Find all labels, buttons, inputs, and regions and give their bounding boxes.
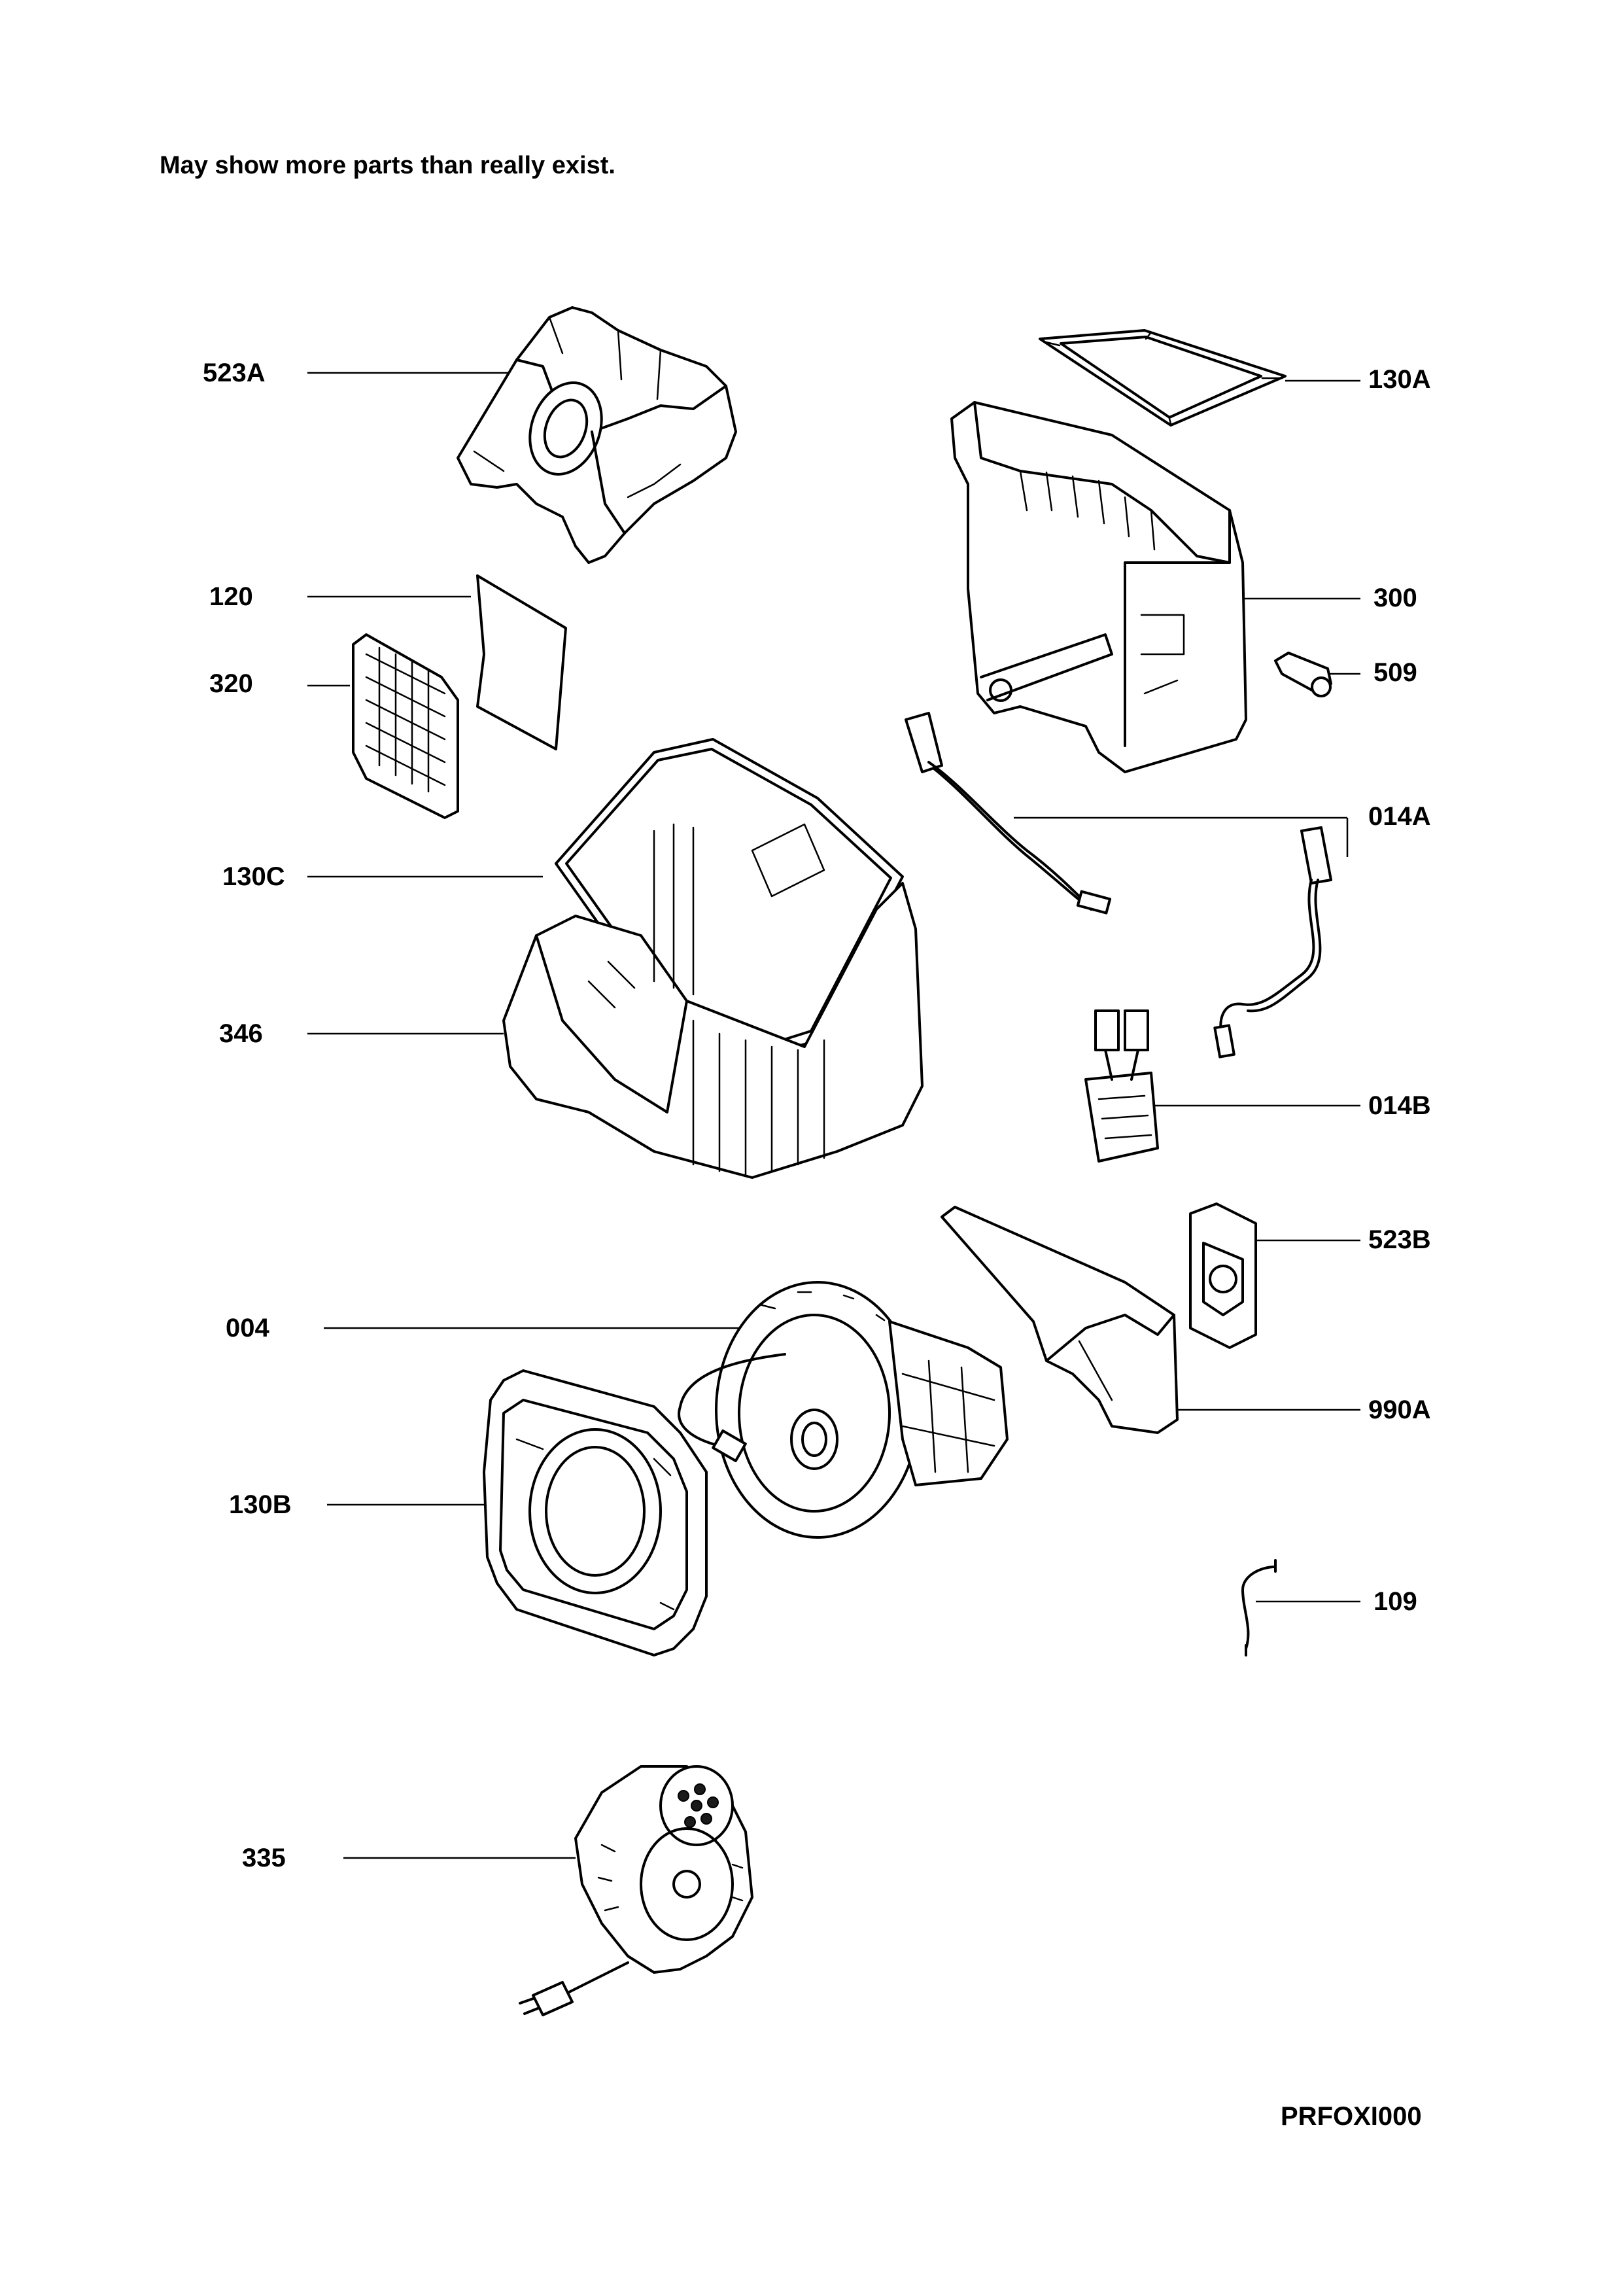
- part-523B-holder: [1189, 1202, 1257, 1349]
- label-130B: 130B: [229, 1490, 292, 1519]
- label-990A: 990A: [1368, 1395, 1431, 1424]
- part-320-grille-filter: [352, 633, 459, 819]
- part-130B-front-frame: [483, 1369, 708, 1656]
- leader-lines: [307, 372, 1360, 1859]
- label-320: 320: [209, 669, 253, 698]
- part-300-upper-housing: [950, 401, 1247, 773]
- part-130A-filter-frame: [1039, 329, 1287, 427]
- label-130A: 130A: [1368, 365, 1431, 394]
- part-004-motor: [678, 1281, 1009, 1539]
- label-004: 004: [226, 1314, 269, 1342]
- part-014B-board: [1084, 1009, 1159, 1163]
- diagram-code: PRFOXI000: [1281, 2102, 1422, 2131]
- label-014A: 014A: [1368, 802, 1431, 831]
- label-509: 509: [1373, 658, 1417, 687]
- label-300: 300: [1373, 584, 1417, 612]
- label-014B: 014B: [1368, 1091, 1431, 1120]
- label-130C: 130C: [222, 862, 285, 891]
- part-509-latch: [1274, 652, 1332, 697]
- label-335: 335: [242, 1844, 286, 1872]
- part-523A-top-cover: [457, 306, 737, 564]
- label-523A: 523A: [203, 359, 266, 387]
- label-120: 120: [209, 582, 253, 611]
- part-014A-wiring: [905, 712, 1332, 1059]
- label-346: 346: [219, 1019, 263, 1048]
- part-346-lower-body: [502, 823, 924, 1179]
- label-109: 109: [1373, 1587, 1417, 1616]
- label-523B: 523B: [1368, 1225, 1431, 1254]
- part-120-paper-filter: [476, 574, 567, 750]
- diagram-note: May show more parts than really exist.: [160, 152, 615, 179]
- part-335-cord-reel: [519, 1765, 753, 2016]
- part-990A-dust-bag: [941, 1206, 1179, 1434]
- part-109-clip: [1241, 1559, 1277, 1656]
